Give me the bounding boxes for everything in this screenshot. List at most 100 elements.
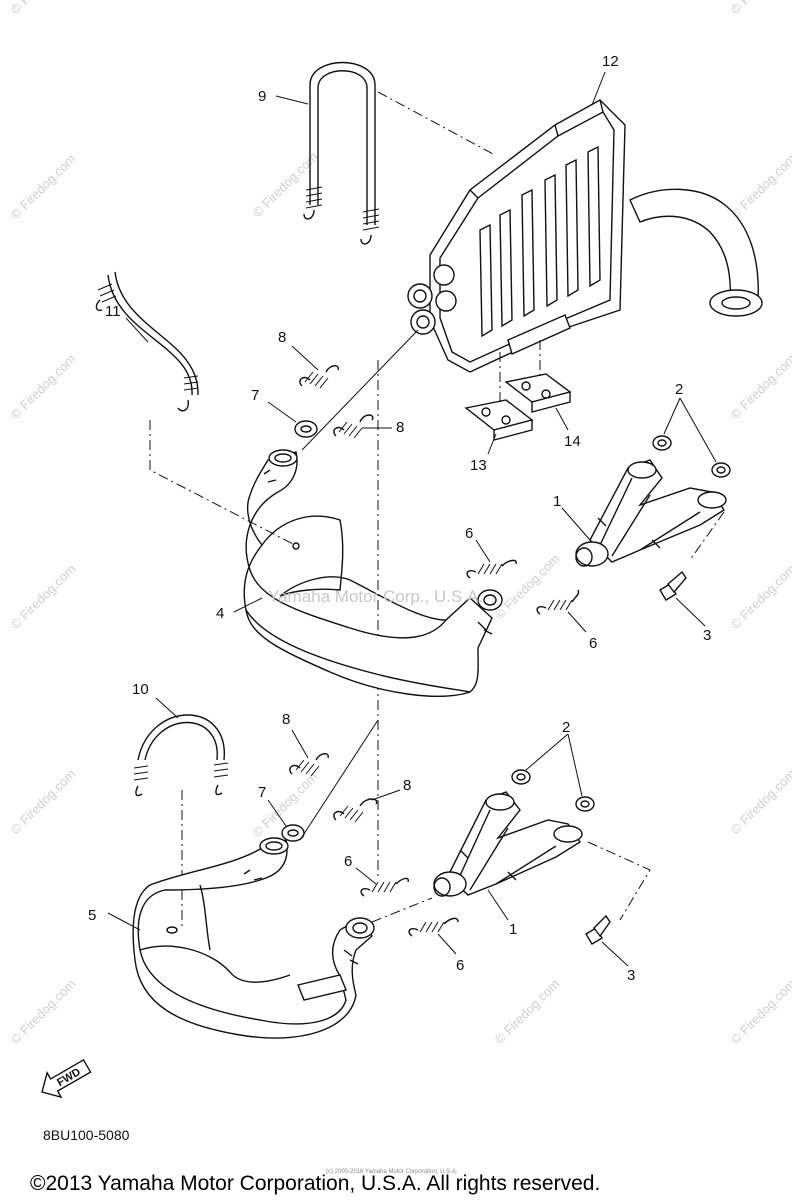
part-label-1a: 1 bbox=[553, 493, 561, 510]
watermark-right-5: © Firedog.com bbox=[728, 766, 792, 837]
leader-7b bbox=[267, 799, 287, 827]
bolt-3-lower bbox=[585, 914, 611, 945]
part-label-4: 4 bbox=[216, 605, 224, 622]
part-label-2b: 2 bbox=[562, 719, 570, 736]
center-watermark: Yamaha Motor Corp., U.S.A. bbox=[268, 587, 483, 606]
centerline-manifold-lower bbox=[587, 841, 651, 921]
spring-11 bbox=[95, 271, 199, 412]
spring-6-upper-a bbox=[466, 559, 517, 579]
leader-6b bbox=[567, 611, 587, 633]
spring-6-lower-b bbox=[408, 917, 459, 937]
part-label-7a: 7 bbox=[251, 387, 259, 404]
leader-2b bbox=[525, 733, 583, 797]
part-label-12: 12 bbox=[602, 53, 619, 70]
leader-6c bbox=[355, 867, 377, 885]
watermark-right-3: © Firedog.com bbox=[728, 351, 792, 422]
centerline-manifold-upper bbox=[689, 511, 725, 561]
fwd-arrow-icon: FWD bbox=[41, 1058, 92, 1099]
bracket-14 bbox=[504, 373, 572, 413]
part-label-5: 5 bbox=[88, 907, 96, 924]
gasket-2-lower-b bbox=[575, 796, 595, 812]
leader-12 bbox=[591, 71, 606, 106]
leader-1b bbox=[487, 889, 509, 921]
part-label-6c: 6 bbox=[344, 853, 352, 870]
diagram-code: 8BU100-5080 bbox=[43, 1127, 130, 1143]
part-label-8a: 8 bbox=[278, 329, 286, 346]
watermark-left-1: © Firedog.com bbox=[8, 151, 79, 222]
gasket-2-upper-b bbox=[711, 462, 731, 478]
leader-14 bbox=[555, 407, 569, 431]
leader-10 bbox=[155, 697, 179, 719]
spring-hanger-9 bbox=[303, 61, 380, 245]
muffler-12 bbox=[407, 99, 763, 373]
part-label-10: 10 bbox=[132, 681, 149, 698]
centerline-pipe-manifold-lower bbox=[371, 897, 433, 923]
part-label-7b: 7 bbox=[258, 784, 266, 801]
leader-8d bbox=[371, 789, 401, 801]
leader-13 bbox=[487, 433, 497, 455]
watermark-left-4: © Firedog.com bbox=[8, 766, 79, 837]
watermark-left-2: © Firedog.com bbox=[8, 351, 79, 422]
part-label-8d: 8 bbox=[403, 777, 411, 794]
part-label-8c: 8 bbox=[282, 711, 290, 728]
watermark-inner-4: © Firedog.com bbox=[492, 551, 563, 622]
bolt-3-upper bbox=[659, 570, 687, 601]
leader-11-4 bbox=[149, 420, 296, 546]
part-label-6b: 6 bbox=[589, 635, 597, 652]
centerline-lower-link bbox=[299, 719, 379, 841]
spring-8-lower-b bbox=[333, 798, 378, 823]
fwd-label: FWD bbox=[55, 1066, 83, 1089]
leader-6a bbox=[475, 539, 491, 563]
spring-6-upper-b bbox=[536, 589, 580, 615]
leader-8c bbox=[291, 729, 309, 759]
part-label-9: 9 bbox=[258, 88, 266, 105]
watermark-top-1: © Firedog.com bbox=[8, 0, 79, 17]
spring-10 bbox=[133, 714, 229, 797]
gasket-2-upper-a bbox=[652, 435, 672, 451]
watermark-left-5: © Firedog.com bbox=[8, 976, 79, 1047]
footer-small-watermark: (c) 2000-2016 Yamaha Motor Corporation, … bbox=[326, 1169, 458, 1175]
leader-3b bbox=[601, 941, 629, 967]
watermark-inner-3: © Firedog.com bbox=[492, 976, 563, 1047]
part-label-11: 11 bbox=[105, 303, 121, 320]
exhaust-manifold-1-lower bbox=[433, 791, 583, 897]
leader-7a bbox=[267, 401, 297, 423]
copyright-notice: ©2013 Yamaha Motor Corporation, U.S.A. A… bbox=[30, 1172, 600, 1195]
bracket-13 bbox=[464, 399, 534, 441]
leader-4 bbox=[233, 597, 263, 613]
watermark-right-2: © Firedog.com bbox=[728, 151, 792, 222]
leader-11 bbox=[125, 317, 149, 343]
exhaust-pipe-5 bbox=[132, 837, 375, 1039]
gasket-7-upper bbox=[294, 420, 318, 438]
leader-8a bbox=[291, 345, 319, 371]
watermark-right-6: © Firedog.com bbox=[728, 976, 792, 1047]
part-label-8b: 8 bbox=[396, 419, 404, 436]
gasket-2-lower-a bbox=[511, 769, 531, 785]
part-label-3b: 3 bbox=[627, 967, 635, 984]
part-label-14: 14 bbox=[564, 433, 581, 450]
centerline-muffler-pipe bbox=[301, 329, 419, 451]
leader-6d bbox=[437, 933, 457, 955]
part-label-6a: 6 bbox=[465, 525, 473, 542]
spring-8-lower-a bbox=[289, 753, 329, 777]
leader-5 bbox=[107, 912, 141, 931]
leader-9 bbox=[275, 95, 309, 105]
exhaust-manifold-1-upper bbox=[575, 459, 727, 567]
leader-1a bbox=[561, 507, 591, 541]
part-label-3a: 3 bbox=[703, 627, 711, 644]
watermark-right-1: © Firedog.com bbox=[728, 0, 792, 17]
part-label-1b: 1 bbox=[509, 921, 517, 938]
part-label-6d: 6 bbox=[456, 957, 464, 974]
exhaust-pipe-4 bbox=[243, 449, 503, 697]
leader-2a bbox=[663, 397, 717, 463]
part-label-2a: 2 bbox=[675, 381, 683, 398]
watermark-left-3: © Firedog.com bbox=[8, 561, 79, 632]
spring-8-upper-a bbox=[299, 365, 339, 389]
leader-9-12 bbox=[377, 91, 496, 156]
spring-6-lower-a bbox=[360, 877, 409, 897]
leader-3a bbox=[675, 597, 706, 627]
watermark-right-4: © Firedog.com bbox=[728, 561, 792, 632]
spring-8-upper-b bbox=[333, 414, 374, 439]
part-label-13: 13 bbox=[470, 457, 487, 474]
